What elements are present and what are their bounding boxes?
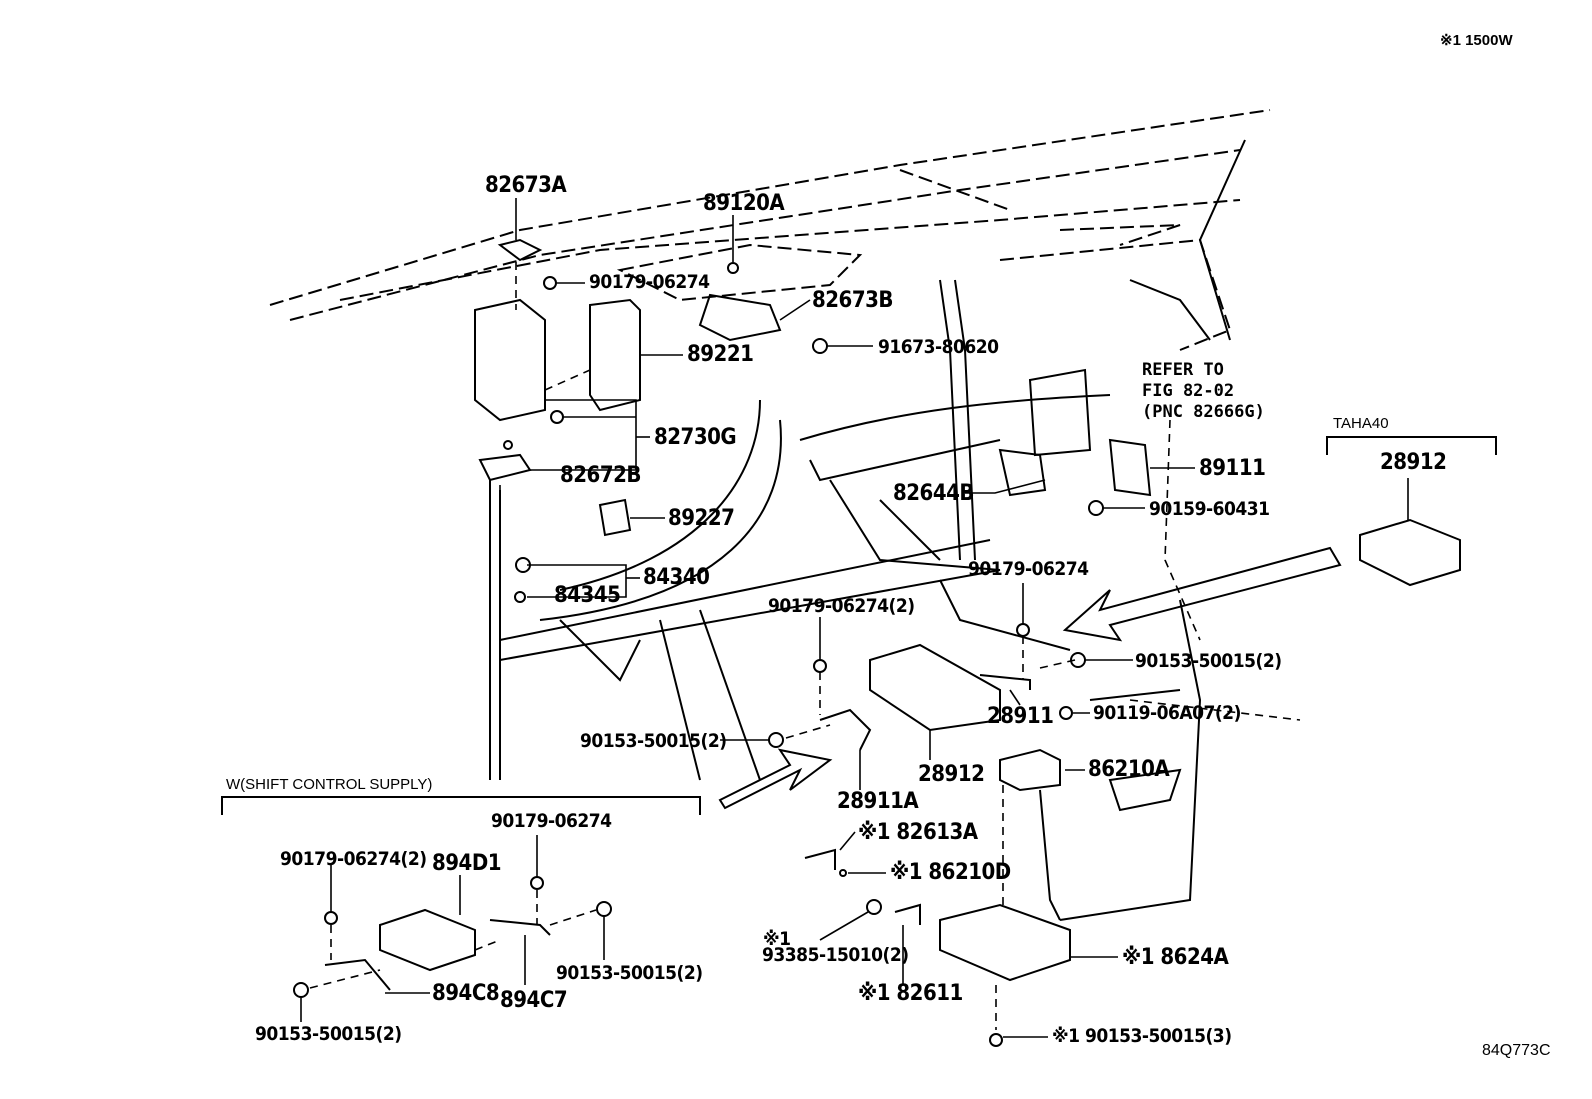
part-label-8624A[interactable]: ※1 8624A [1122, 945, 1229, 970]
part-label-90119-06A07-2[interactable]: 90119-06A07(2) [1093, 702, 1241, 724]
part-label-90153-50015-2-right[interactable]: 90153-50015(2) [1135, 650, 1282, 672]
part-label-90179-06274[interactable]: 90179-06274 [589, 271, 710, 293]
taha40-bracket [1326, 436, 1497, 455]
part-label-90153-50015-3[interactable]: ※1 90153-50015(3) [1052, 1025, 1232, 1047]
part-shapes [324, 238, 1461, 991]
shift-control-bracket [221, 796, 701, 815]
leader-lines [300, 198, 1409, 1038]
part-label-84345[interactable]: 84345 [554, 583, 621, 608]
w-part-label-90179-06274[interactable]: 90179-06274 [491, 810, 612, 832]
part-label-91673-80620[interactable]: 91673-80620 [878, 336, 999, 358]
part-label-93385-15010-2[interactable]: 93385-15010(2) [762, 944, 909, 966]
part-label-82673B[interactable]: 82673B [812, 288, 893, 313]
w-part-label-90179-06274-2[interactable]: 90179-06274(2) [280, 848, 427, 870]
shift-control-group-title: W(SHIFT CONTROL SUPPLY) [226, 776, 433, 793]
part-label-28912-taha40[interactable]: 28912 [1380, 450, 1447, 475]
part-label-93385-prefix: ※1 [763, 928, 791, 950]
part-label-90179-06274-2[interactable]: 90179-06274(2) [768, 595, 915, 617]
assembly-lines [309, 262, 1301, 1030]
w-part-label-90153-50015-2-left[interactable]: 90153-50015(2) [255, 1023, 402, 1045]
dashboard-solid [489, 139, 1246, 921]
part-label-90153-50015-2-left[interactable]: 90153-50015(2) [580, 730, 727, 752]
taha40-group-title: TAHA40 [1333, 415, 1389, 432]
part-label-82673A[interactable]: 82673A [485, 173, 567, 198]
part-label-82672B[interactable]: 82672B [560, 463, 641, 488]
refer-to-line1: REFER TO [1142, 360, 1224, 380]
refer-to-note: REFER TO FIG 82-02 (PNC 82666G) [1142, 360, 1265, 423]
refer-to-line2[interactable]: FIG 82-02 [1142, 381, 1235, 401]
part-label-90179-06274-mid[interactable]: 90179-06274 [968, 558, 1089, 580]
refer-to-line3: (PNC 82666G) [1142, 402, 1265, 422]
w-part-label-894C8[interactable]: 894C8 [432, 981, 500, 1006]
dashboard-outline [269, 109, 1271, 351]
part-label-89111[interactable]: 89111 [1199, 456, 1266, 481]
part-label-82644B[interactable]: 82644B [893, 481, 974, 506]
part-label-84340[interactable]: 84340 [643, 565, 710, 590]
illustration-code: 84Q773C [1482, 1042, 1551, 1059]
part-label-86210D[interactable]: ※1 86210D [890, 860, 1011, 885]
part-label-89221[interactable]: 89221 [687, 342, 754, 367]
part-label-82730G[interactable]: 82730G [654, 425, 737, 450]
part-label-28911A[interactable]: 28911A [837, 789, 919, 814]
direction-arrows [718, 546, 1342, 810]
part-label-86210A[interactable]: 86210A [1088, 757, 1170, 782]
w-part-label-894D1[interactable]: 894D1 [432, 851, 502, 876]
part-label-89227[interactable]: 89227 [668, 506, 735, 531]
part-label-89120A[interactable]: 89120A [703, 191, 785, 216]
part-label-82611[interactable]: ※1 82611 [858, 981, 963, 1006]
part-label-28912[interactable]: 28912 [918, 762, 985, 787]
part-label-82613A[interactable]: ※1 82613A [858, 820, 978, 845]
part-label-28911[interactable]: 28911 [987, 704, 1054, 729]
w-part-label-894C7[interactable]: 894C7 [500, 988, 568, 1013]
part-label-90159-60431[interactable]: 90159-60431 [1149, 498, 1270, 520]
w-part-label-90153-50015-2-right[interactable]: 90153-50015(2) [556, 962, 703, 984]
applicability-note: ※1 1500W [1440, 32, 1513, 49]
fasteners [293, 262, 1104, 1047]
